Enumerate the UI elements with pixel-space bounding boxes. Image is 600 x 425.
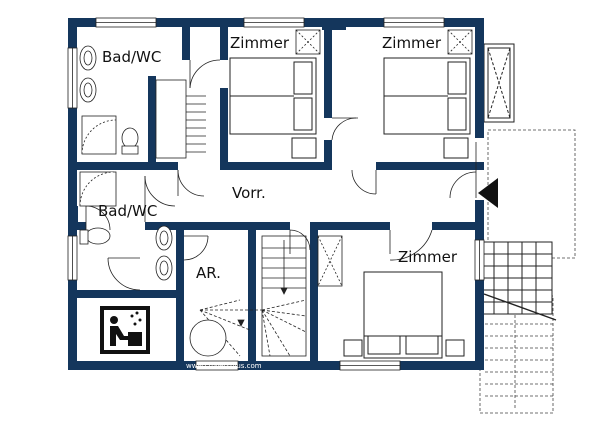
room-label-bedroom-3: Zimmer	[398, 248, 458, 266]
bed-3	[343, 271, 465, 359]
exterior-stairs	[479, 241, 557, 321]
room-label-bedroom-1: Zimmer	[230, 34, 290, 52]
room-label-storage: AR.	[196, 264, 221, 282]
room-label-bedroom-2: Zimmer	[382, 34, 442, 52]
doors	[85, 59, 477, 291]
walls	[68, 18, 484, 370]
room-label-hallway: Vorr.	[232, 184, 266, 202]
interior-stairs	[189, 235, 307, 357]
bed-1	[229, 57, 317, 159]
room-label-bath-top: Bad/WC	[102, 48, 161, 66]
wardrobes	[295, 29, 473, 287]
room-label-bath-bottom: Bad/WC	[98, 202, 157, 220]
bath-top-fixtures	[79, 45, 206, 159]
bed-2	[383, 57, 471, 159]
watermark: www.chaletsplus.com	[186, 362, 262, 370]
entrance-arrow-icon	[478, 178, 498, 208]
windows	[67, 17, 485, 371]
balcony	[483, 43, 515, 123]
bath-bottom-fixtures	[79, 171, 173, 281]
sauna-icon	[100, 306, 150, 354]
